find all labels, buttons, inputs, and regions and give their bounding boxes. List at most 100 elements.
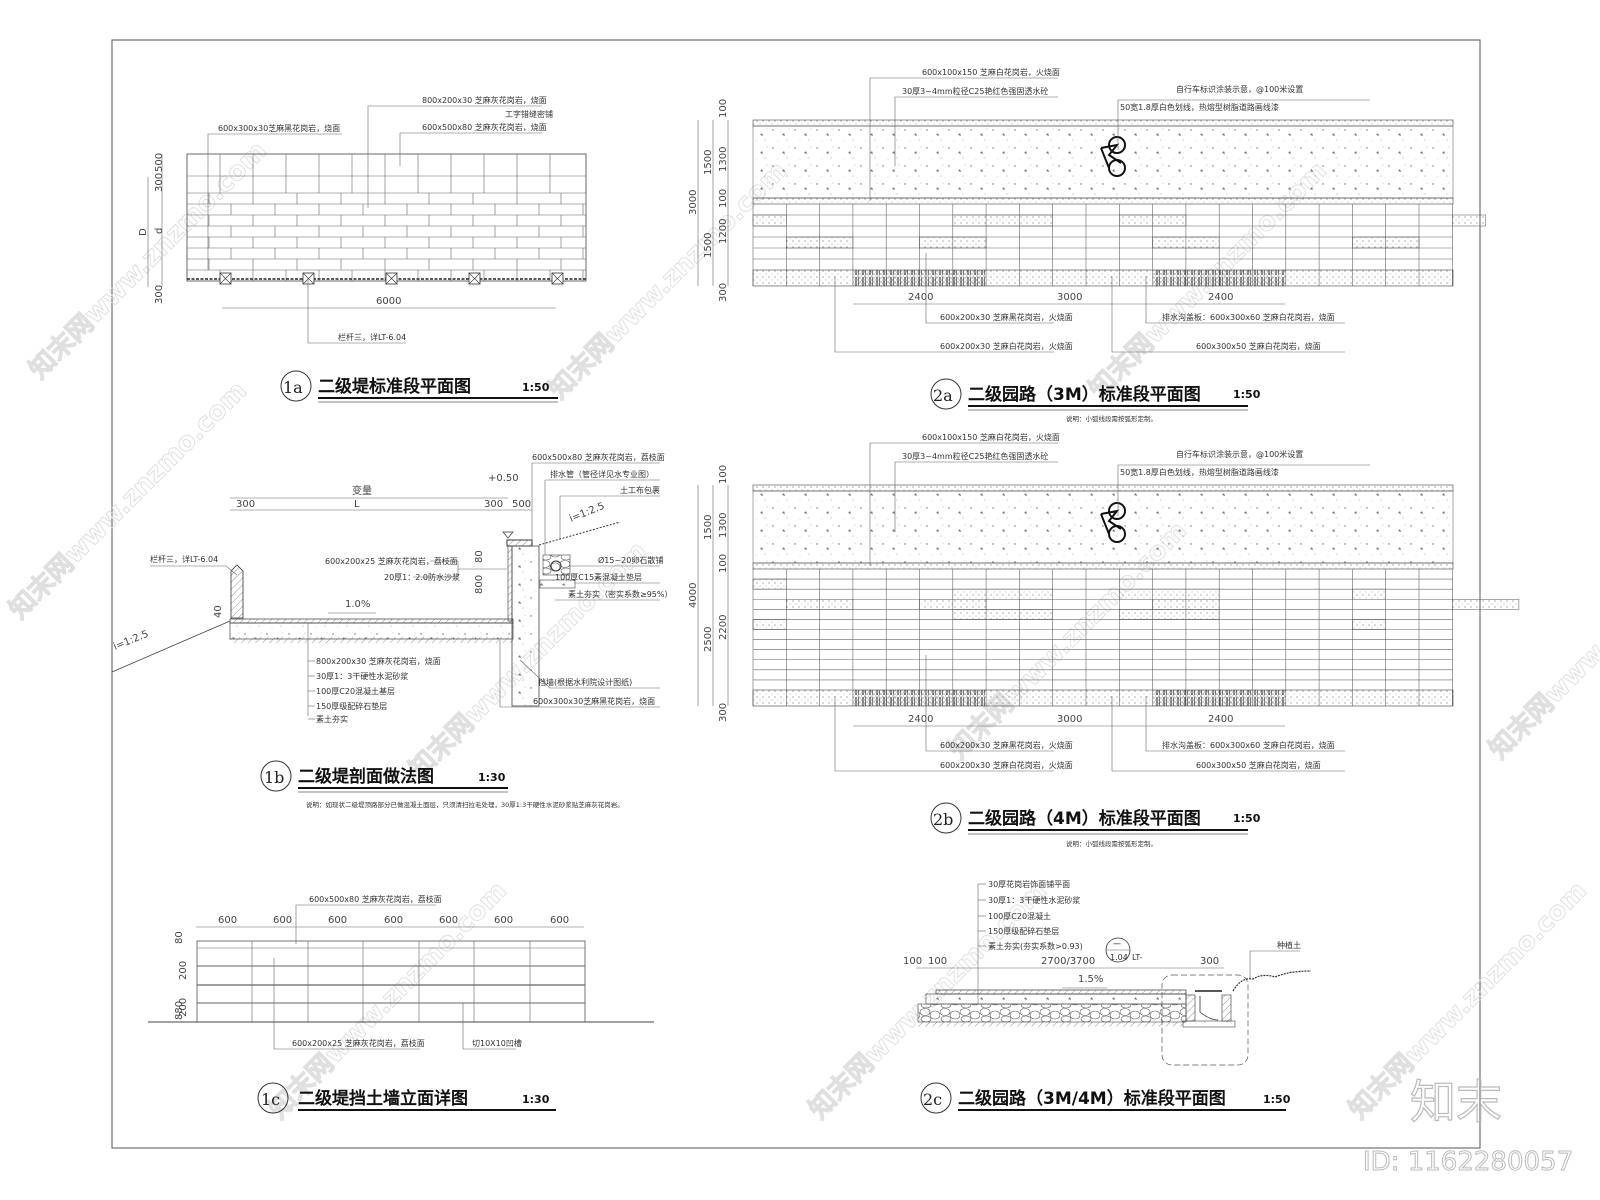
svg-text:600x300x30芝麻黑花岗岩，烧面: 600x300x30芝麻黑花岗岩，烧面 — [218, 123, 340, 133]
drawing-tag-1c: 1c — [261, 1090, 280, 1109]
svg-text:3000: 3000 — [1057, 714, 1082, 725]
drawing-title-1c: 二级堤挡土墙立面详图 — [298, 1088, 468, 1109]
svg-text:300: 300 — [718, 283, 729, 302]
svg-text:排水沟盖板：600x300x60 芝麻白花岗岩，烧面: 排水沟盖板：600x300x60 芝麻白花岗岩，烧面 — [1162, 740, 1335, 750]
svg-text:知末网www.znzmo.com: 知末网www.znzmo.com — [264, 876, 513, 1125]
svg-text:1500: 1500 — [703, 150, 714, 175]
svg-text:600: 600 — [273, 915, 292, 926]
drawing-2a-road-3m: 600x100x150 芝麻白花岗岩，火烧面 30厚3~4mm粒径C25艳红色强… — [688, 67, 1486, 423]
svg-text:知末网www.znzmo.com: 知末网www.znzmo.com — [4, 376, 253, 625]
svg-text:1:30: 1:30 — [522, 1093, 550, 1106]
drawing-tag-1b: 1b — [264, 768, 284, 787]
drawing-title-1a: 二级堤标准段平面图 — [318, 376, 471, 397]
svg-text:500: 500 — [512, 499, 531, 510]
svg-text:素土夯实(夯实系数>0.93): 素土夯实(夯实系数>0.93) — [988, 941, 1083, 951]
drawing-tag-2a: 2a — [933, 386, 953, 405]
svg-text:自行车标识涂装示意，@100米设置: 自行车标识涂装示意，@100米设置 — [1176, 449, 1303, 459]
svg-text:i=1:2.5: i=1:2.5 — [568, 501, 606, 525]
svg-text:变量: 变量 — [352, 484, 372, 497]
svg-text:1200: 1200 — [718, 219, 729, 244]
svg-text:800x200x30 芝麻灰花岗岩，烧面: 800x200x30 芝麻灰花岗岩，烧面 — [422, 95, 547, 105]
svg-text:D: D — [138, 228, 149, 236]
svg-text:300: 300 — [1200, 956, 1219, 967]
svg-text:100: 100 — [718, 99, 729, 118]
svg-text:6000: 6000 — [376, 296, 401, 307]
svg-text:1500: 1500 — [703, 233, 714, 258]
svg-text:LT-: LT- — [1132, 953, 1143, 962]
svg-text:工字错缝密铺: 工字错缝密铺 — [505, 109, 553, 119]
svg-text:600x200x30 芝麻黑花岗岩，火烧面: 600x200x30 芝麻黑花岗岩，火烧面 — [940, 740, 1073, 750]
drawing-title-2b: 二级园路（4M）标准段平面图 — [968, 808, 1201, 829]
drawing-tag-2c: 2c — [923, 1090, 942, 1109]
svg-text:80: 80 — [174, 931, 185, 944]
svg-text:800: 800 — [474, 575, 485, 594]
svg-text:300: 300 — [154, 173, 165, 192]
svg-text:600x200x30 芝麻白花岗岩，火烧面: 600x200x30 芝麻白花岗岩，火烧面 — [940, 760, 1073, 770]
svg-text:600x200x30 芝麻黑花岗岩，火烧面: 600x200x30 芝麻黑花岗岩，火烧面 — [940, 312, 1073, 322]
svg-text:300: 300 — [484, 499, 503, 510]
drawing-tag-2b: 2b — [933, 810, 953, 829]
svg-text:600x100x150 芝麻白花岗岩，火烧面: 600x100x150 芝麻白花岗岩，火烧面 — [922, 67, 1060, 77]
svg-text:200: 200 — [178, 961, 189, 980]
svg-text:1:50: 1:50 — [1233, 388, 1261, 401]
svg-text:1.04: 1.04 — [1110, 953, 1128, 962]
svg-text:2200: 2200 — [718, 615, 729, 640]
svg-text:栏杆三，详LT-6.04: 栏杆三，详LT-6.04 — [150, 554, 218, 564]
svg-text:说明：如现状二级堤顶路部分已做混凝土面层，只须清扫拉毛处理，: 说明：如现状二级堤顶路部分已做混凝土面层，只须清扫拉毛处理，30厚1:3干硬性水… — [306, 800, 624, 809]
svg-text:挡墙(根据水利院设计图纸): 挡墙(根据水利院设计图纸) — [538, 677, 632, 687]
svg-text:600x300x50 芝麻白花岗岩，烧面: 600x300x50 芝麻白花岗岩，烧面 — [1196, 341, 1321, 351]
svg-text:600x500x80 芝麻灰花岗岩，荔枝面: 600x500x80 芝麻灰花岗岩，荔枝面 — [309, 894, 442, 904]
svg-text:土工布包裹: 土工布包裹 — [620, 485, 660, 495]
drawing-1c-elevation: 600 600 600 600 600 600 600 880 80 200 2… — [148, 894, 654, 1114]
svg-text:排水沟盖板：600x300x60 芝麻白花岗岩，烧面: 排水沟盖板：600x300x60 芝麻白花岗岩，烧面 — [1162, 312, 1335, 322]
svg-text:600x300x30芝麻黑花岗岩，烧面: 600x300x30芝麻黑花岗岩，烧面 — [533, 696, 655, 706]
svg-text:100厚C20混凝土: 100厚C20混凝土 — [988, 911, 1051, 921]
svg-text:种植土: 种植土 — [1277, 940, 1301, 950]
svg-text:1:50: 1:50 — [1233, 812, 1261, 825]
svg-text:d: d — [154, 228, 165, 234]
svg-text:素土夯实: 素土夯实 — [316, 714, 348, 724]
drawing-2b-road-4m: 600x100x150 芝麻白花岗岩，火烧面 30厚3~4mm粒径C25艳红色强… — [688, 432, 1520, 848]
svg-text:L: L — [354, 499, 360, 510]
bicycle-icon — [1100, 136, 1126, 177]
drawing-tag-1a: 1a — [283, 378, 303, 397]
svg-text:600x500x80 芝麻灰花岗岩，烧面: 600x500x80 芝麻灰花岗岩，烧面 — [422, 122, 547, 132]
svg-text:3000: 3000 — [1057, 292, 1082, 303]
drawing-title-2a: 二级园路（3M）标准段平面图 — [968, 384, 1201, 405]
svg-text:200: 200 — [178, 998, 189, 1017]
svg-text:300: 300 — [236, 499, 255, 510]
svg-text:80: 80 — [474, 550, 485, 563]
svg-text:30厚花岗岩饰面铺平面: 30厚花岗岩饰面铺平面 — [988, 879, 1070, 889]
brand-logo: 知末 — [1410, 1075, 1502, 1129]
svg-text:1.0%: 1.0% — [345, 599, 370, 610]
drawing-title-2c: 二级园路（3M/4M）标准段平面图 — [958, 1088, 1226, 1109]
svg-text:2700/3700: 2700/3700 — [1041, 956, 1095, 967]
svg-text:880: 880 — [174, 1001, 185, 1020]
svg-text:100: 100 — [718, 189, 729, 208]
svg-text:20厚1：2.0防水沙浆: 20厚1：2.0防水沙浆 — [384, 572, 460, 582]
svg-text:40: 40 — [213, 605, 224, 618]
svg-text:知末网www.znzmo.com: 知末网www.znzmo.com — [1484, 516, 1600, 765]
svg-text:600: 600 — [550, 915, 569, 926]
svg-text:Ø15~20卵石散铺: Ø15~20卵石散铺 — [598, 555, 663, 565]
svg-text:30厚1：3干硬性水泥砂浆: 30厚1：3干硬性水泥砂浆 — [988, 895, 1080, 905]
svg-text:说明：小弧线段需按弧形定制。: 说明：小弧线段需按弧形定制。 — [1066, 839, 1157, 848]
svg-text:300: 300 — [718, 703, 729, 722]
svg-text:30厚3~4mm粒径C25艳红色强固透水砼: 30厚3~4mm粒径C25艳红色强固透水砼 — [902, 451, 1048, 461]
svg-text:3000: 3000 — [688, 190, 699, 215]
svg-text:100厚C15素混凝土垫层: 100厚C15素混凝土垫层 — [555, 572, 642, 582]
svg-text:600: 600 — [328, 915, 347, 926]
svg-text:600: 600 — [494, 915, 513, 926]
svg-text:自行车标识涂装示意，@100米设置: 自行车标识涂装示意，@100米设置 — [1176, 84, 1303, 94]
svg-text:1:50: 1:50 — [522, 381, 550, 394]
svg-text:2400: 2400 — [1208, 292, 1233, 303]
svg-text:50宽1.8厚白色划线，热熔型树脂道路画线漆: 50宽1.8厚白色划线，热熔型树脂道路画线漆 — [1120, 467, 1279, 477]
image-id-label: ID: 1162280057 — [1363, 1147, 1573, 1177]
svg-text:2400: 2400 — [908, 292, 933, 303]
svg-text:50宽1.8厚白色划线，热熔型树脂道路画线漆: 50宽1.8厚白色划线，热熔型树脂道路画线漆 — [1120, 102, 1279, 112]
svg-text:300: 300 — [154, 285, 165, 304]
drawing-2c-section: 30厚花岗岩饰面铺平面 30厚1：3干硬性水泥砂浆 100厚C20混凝土 150… — [903, 879, 1312, 1114]
svg-text:100: 100 — [718, 554, 729, 573]
svg-text:100厚C20混凝土基层: 100厚C20混凝土基层 — [316, 686, 395, 696]
